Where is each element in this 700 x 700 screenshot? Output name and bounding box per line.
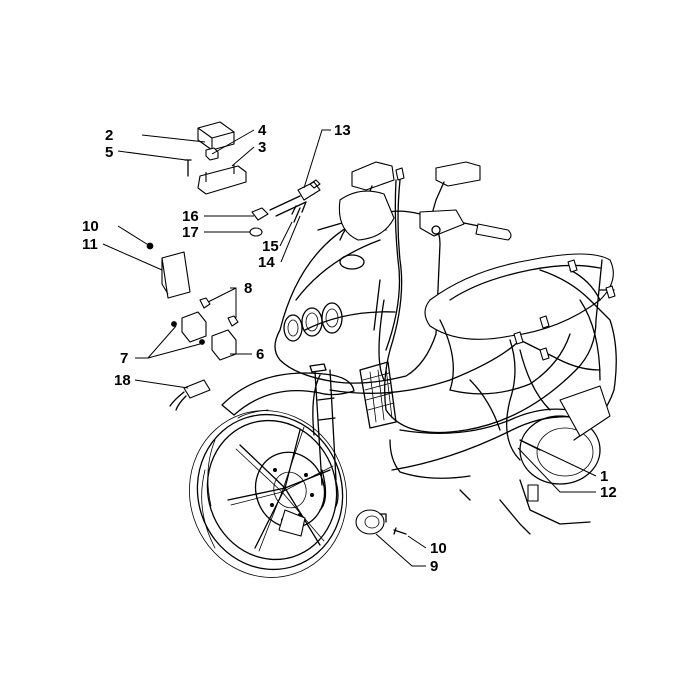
- part-2-block: [197, 121, 235, 151]
- loose-parts: [146, 121, 407, 535]
- callout-11: 11: [82, 236, 98, 253]
- callout-18: 18: [114, 372, 131, 389]
- callout-1: 1: [600, 468, 608, 485]
- part-6-relay: [211, 329, 237, 361]
- callout-labels: 2 5 4 3 10 11 16 17 13 15 14 8 7 6 18 1 …: [82, 122, 617, 575]
- leader-lines: [102, 129, 597, 567]
- part-7-relay-a: [181, 311, 207, 343]
- callout-10-bottom: 10: [430, 540, 447, 557]
- wiring-harness: [373, 167, 616, 461]
- part-10-screw-b: [393, 527, 407, 535]
- part-7-screw: [171, 321, 177, 327]
- part-14-15-screws: [291, 201, 307, 223]
- part-8-clip-a: [199, 297, 211, 309]
- callout-8: 8: [244, 280, 252, 297]
- front-fender: [221, 372, 355, 416]
- part-17-washer: [249, 227, 263, 237]
- callout-9: 9: [430, 558, 438, 575]
- front-body: [274, 209, 441, 429]
- part-8-clip-b: [227, 315, 239, 327]
- callout-16: 16: [182, 208, 199, 225]
- part-18-connector: [183, 379, 211, 399]
- part-3-bracket: [197, 164, 247, 195]
- part-16: [251, 207, 269, 221]
- part-5-screw: [184, 159, 192, 177]
- callout-5: 5: [105, 144, 113, 161]
- part-11-cover: [161, 251, 191, 299]
- part-13-switch: [297, 179, 321, 201]
- callout-14: 14: [258, 254, 275, 271]
- callout-7: 7: [120, 350, 128, 367]
- main-body: [329, 253, 617, 535]
- part-9-horn: [355, 509, 387, 535]
- callout-4: 4: [258, 122, 267, 139]
- callout-2: 2: [105, 127, 113, 144]
- callout-13: 13: [334, 122, 351, 139]
- callout-6: 6: [256, 346, 264, 363]
- handlebar: [317, 190, 512, 241]
- callout-15: 15: [262, 238, 279, 255]
- callout-3: 3: [258, 139, 266, 156]
- callout-10-top: 10: [82, 218, 99, 235]
- scooter-illustration: [189, 161, 617, 578]
- front-wheel: [189, 409, 347, 578]
- callout-17: 17: [182, 224, 199, 241]
- callout-12: 12: [600, 484, 617, 501]
